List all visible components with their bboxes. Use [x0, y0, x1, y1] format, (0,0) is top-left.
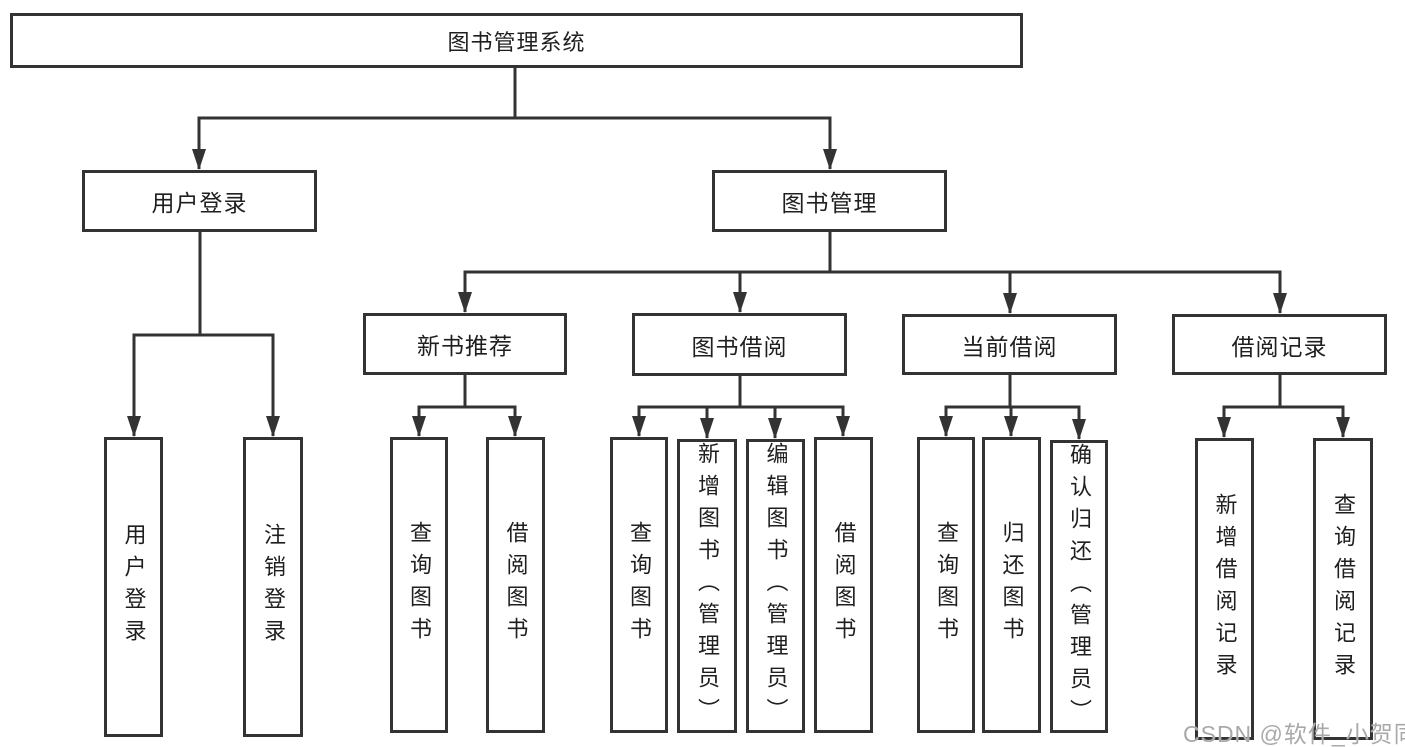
- csdn-watermark: CSDN @软件_小贺同学: [1183, 721, 1405, 747]
- leaf-borrow-books: 借阅图书: [814, 437, 873, 733]
- connector-user-login-to-leaves: [127, 232, 280, 437]
- node-library-management-system: 图书管理系统: [10, 13, 1023, 68]
- node-current-borrow: 当前借阅: [902, 314, 1117, 375]
- leaf-query-books-recommend: 查询图书: [390, 437, 448, 733]
- connector-root-to-level2: [192, 68, 837, 170]
- leaf-return-books: 归还图书: [982, 437, 1041, 733]
- leaf-add-borrow-record: 新增借阅记录: [1195, 438, 1254, 740]
- leaf-query-books-current: 查询图书: [917, 437, 975, 733]
- leaf-user-login: 用户登录: [104, 437, 163, 737]
- connector-book-management-to-level3: [458, 232, 1287, 314]
- leaf-confirm-return-admin: 确认归还（管理员）: [1050, 440, 1108, 733]
- leaf-query-books-borrow: 查询图书: [610, 437, 668, 733]
- node-book-borrow: 图书借阅: [632, 313, 847, 376]
- node-book-management: 图书管理: [712, 170, 947, 232]
- leaf-query-borrow-record: 查询借阅记录: [1313, 438, 1373, 740]
- leaf-add-books-admin: 新增图书（管理员）: [677, 439, 737, 733]
- leaf-logout: 注销登录: [243, 437, 303, 737]
- node-new-book-recommend: 新书推荐: [363, 313, 567, 375]
- leaf-edit-books-admin: 编辑图书（管理员）: [746, 439, 805, 733]
- connector-book-borrow-to-leaves: [632, 376, 850, 439]
- connector-current-borrow-to-leaves: [939, 375, 1086, 440]
- connector-new-book-recommend-to-leaves: [412, 375, 522, 437]
- leaf-borrow-books-recommend: 借阅图书: [486, 437, 545, 733]
- node-borrow-records: 借阅记录: [1172, 314, 1387, 375]
- node-user-login: 用户登录: [82, 170, 317, 232]
- connector-borrow-records-to-leaves: [1217, 375, 1350, 438]
